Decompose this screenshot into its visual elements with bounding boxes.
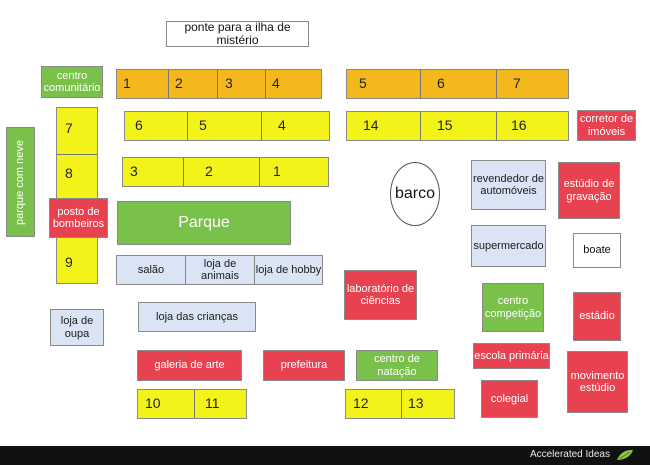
lot-number: 11 [205,395,220,412]
footer-brand: Accelerated Ideas [529,449,610,460]
lot-number: 5 [199,117,207,134]
park[interactable]: Parque [117,201,291,245]
lot-number: 14 [363,117,379,134]
lot-number: 5 [359,75,367,92]
snow-park[interactable]: parque com neve [6,127,35,237]
lot-number: 3 [225,75,233,92]
high-school[interactable]: colegial [481,380,538,418]
lot-row3-left[interactable]: 3 2 1 [122,157,329,187]
lot-number: 2 [205,163,213,180]
lot-number: 2 [175,75,183,92]
science-lab[interactable]: laboratório de ciências [344,270,417,320]
leaf-logo-icon [617,450,633,460]
car-dealer[interactable]: revendedor de automóveis [471,160,546,210]
supermarket[interactable]: supermercado [471,225,546,267]
salon[interactable]: salão [116,255,186,285]
recording-studio[interactable]: estúdio de gravação [558,162,620,219]
boat[interactable]: barco [390,162,440,226]
nightclub[interactable]: boate [573,233,621,268]
city-hall[interactable]: prefeitura [263,350,345,381]
lot-row1-right[interactable]: 5 6 7 [346,69,569,99]
lot-row1-left[interactable]: 1 2 3 4 [116,69,322,99]
bridge-label: ponte para a ilha de mistério [166,20,309,47]
community-center[interactable]: centro comunitário [41,66,103,98]
lot-number: 3 [130,163,138,180]
pet-store[interactable]: loja de animais [185,255,255,285]
lot-number: 8 [65,165,73,181]
lot-number: 7 [65,120,73,136]
footer-bar: Accelerated Ideas [0,446,650,465]
lot-number: 15 [437,117,453,134]
lot-number: 4 [278,117,286,134]
stadium[interactable]: estádio [573,292,621,341]
real-estate-agency[interactable]: corretor de imóveis [577,110,636,141]
lot-number: 1 [123,75,131,92]
swim-center[interactable]: centro de natação [356,350,438,381]
art-gallery[interactable]: galeria de arte [137,350,242,381]
lot-number: 13 [408,395,424,412]
clothes-store[interactable]: loja de oupa [50,309,104,346]
lot-number: 12 [353,395,369,412]
lot-number: 9 [65,254,73,270]
motion-studio[interactable]: movimento estúdio [567,351,628,413]
kids-store[interactable]: loja das crianças [138,302,256,332]
lot-bottom-left[interactable]: 10 11 [137,389,247,419]
lot-number: 4 [272,75,280,92]
lot-number: 6 [437,75,445,92]
lot-number: 1 [273,163,281,180]
hobby-store[interactable]: loja de hobby [254,255,323,285]
snow-park-label: parque com neve [14,139,27,225]
lot-row2-right[interactable]: 14 15 16 [346,111,569,141]
elementary-school[interactable]: escola primária [473,343,550,369]
lot-number: 6 [135,117,143,134]
lot-number: 16 [511,117,527,134]
fire-station[interactable]: posto de bombeiros [49,198,108,238]
lot-number: 7 [513,75,521,92]
lot-column-left[interactable]: 7 8 9 [56,107,98,284]
lot-number: 10 [145,395,161,412]
lot-bottom-mid[interactable]: 12 13 [345,389,455,419]
competition-center[interactable]: centro competição [482,283,544,332]
lot-row2-left[interactable]: 6 5 4 [124,111,330,141]
